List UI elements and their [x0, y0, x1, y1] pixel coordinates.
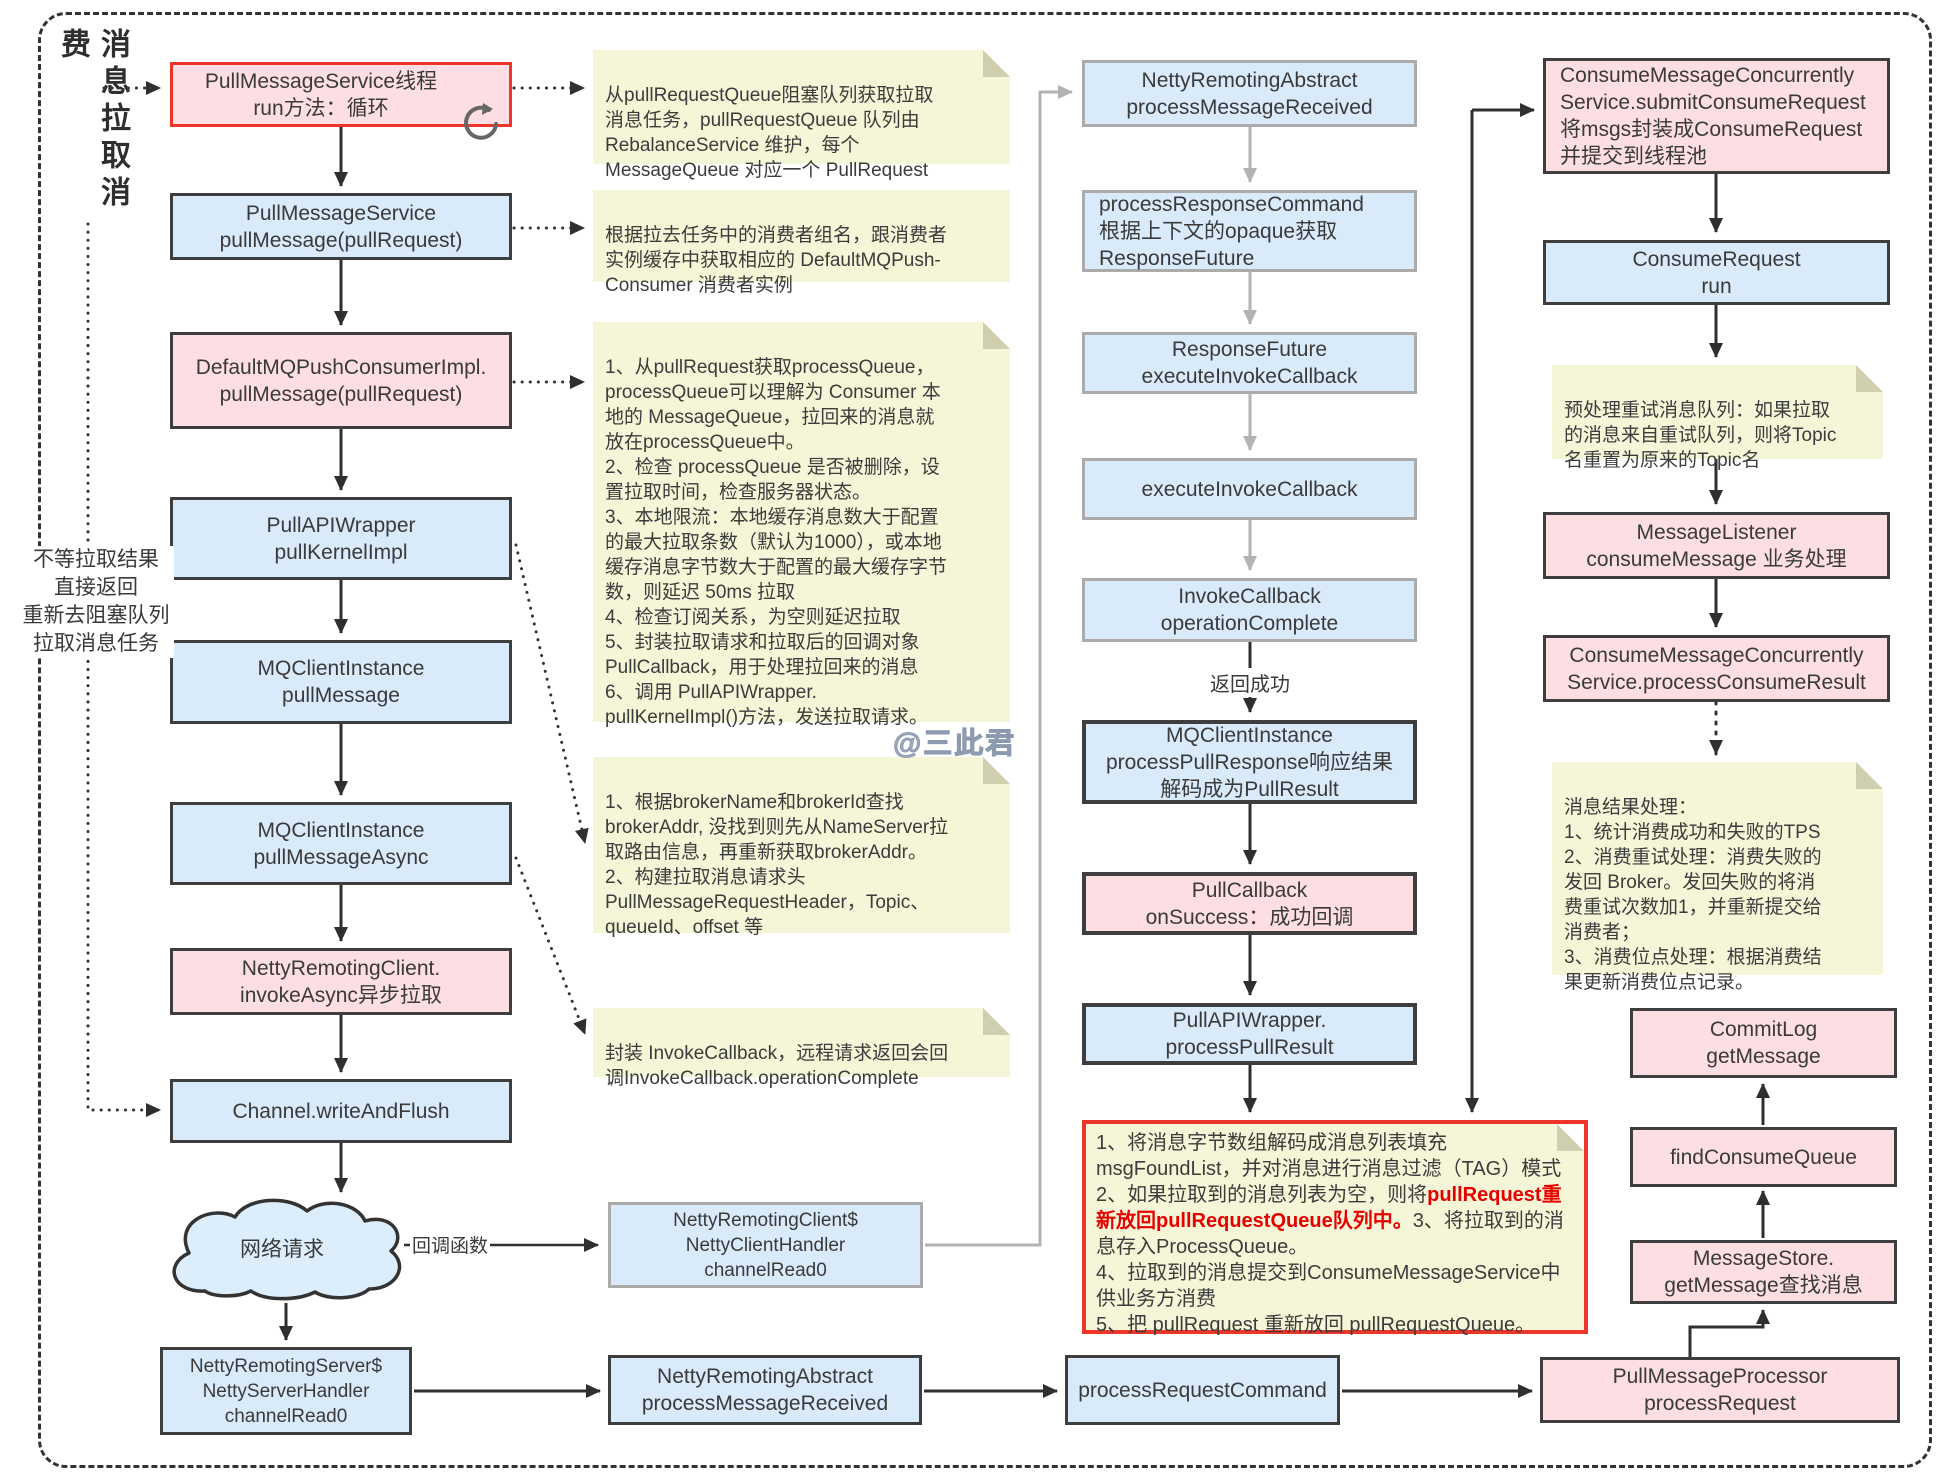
node-label: PullMessageService线程 run方法：循环	[204, 69, 438, 120]
node-label: MQClientInstance pullMessage	[257, 657, 425, 707]
note-text: 预处理重试消息队列：如果拉取 的消息来自重试队列，则将Topic 名重置为原来的…	[1564, 400, 1837, 471]
node-message-listener-consume: MessageListener consumeMessage 业务处理	[1543, 512, 1890, 579]
node-invoke-callback-operation-complete: InvokeCallback operationComplete	[1082, 578, 1417, 642]
node-label: ConsumeMessageConcurrently Service.proce…	[1567, 643, 1866, 694]
node-label: PullMessageProcessor processRequest	[1612, 1365, 1828, 1415]
node-label: CommitLog getMessage	[1706, 1018, 1821, 1068]
gray-callback-arrows	[925, 85, 1257, 1247]
node-label: processResponseCommand 根据上下文的opaque获取 Re…	[1099, 192, 1364, 270]
loop-icon	[455, 73, 501, 140]
node-process-pull-result: PullAPIWrapper. processPullResult	[1082, 1003, 1417, 1065]
node-label: NettyRemotingAbstract processMessageRece…	[1126, 68, 1373, 119]
node-process-pull-response: MQClientInstance processPullResponse响应结果…	[1082, 720, 1417, 804]
node-label: NettyRemotingClient$ NettyClientHandler …	[673, 1209, 858, 1281]
callback-label: 回调函数	[410, 1231, 491, 1258]
node-label: NettyRemotingServer$ NettyServerHandler …	[189, 1355, 383, 1427]
node-pull-message-service-thread: PullMessageService线程 run方法：循环	[170, 62, 512, 140]
node-netty-remoting-abstract-bottom: NettyRemotingAbstract processMessageRece…	[608, 1355, 922, 1425]
node-pull-callback-on-success: PullCallback onSuccess：成功回调	[1082, 872, 1417, 935]
node-label: ConsumeRequest run	[1632, 247, 1801, 298]
note-text: 1、根据brokerName和brokerId查找 brokerAddr, 没找…	[605, 792, 949, 938]
node-mq-client-instance-pull-message-async: MQClientInstance pullMessageAsync	[170, 802, 512, 885]
node-label: ConsumeMessageConcurrently Service.submi…	[1560, 64, 1866, 168]
node-netty-remoting-client-invoke-async: NettyRemotingClient. invokeAsync异步拉取	[170, 948, 512, 1015]
node-label: findConsumeQueue	[1670, 1145, 1857, 1169]
note-broker-addr: 1、根据brokerName和brokerId查找 brokerAddr, 没找…	[593, 757, 1010, 938]
node-process-request-command: processRequestCommand	[1065, 1355, 1340, 1425]
node-label: PullAPIWrapper pullKernelImpl	[266, 513, 416, 564]
watermark: @三此君	[892, 728, 1017, 761]
node-label: executeInvokeCallback	[1141, 477, 1358, 501]
node-execute-invoke-callback: executeInvokeCallback	[1082, 458, 1417, 520]
side-note-no-wait: 不等拉取结果 直接返回 重新去阻塞队列 拉取消息任务	[18, 546, 174, 658]
node-label: NettyRemotingAbstract processMessageRece…	[641, 1365, 889, 1415]
node-label: InvokeCallback operationComplete	[1160, 585, 1339, 635]
note-text: 3、将拉取到的消息存入ProcessQueue。 4、拉取到的消息提交到Cons…	[1096, 1210, 1564, 1336]
node-default-mq-push-consumer-impl: DefaultMQPushConsumerImpl. pullMessage(p…	[170, 332, 512, 429]
node-label: PullAPIWrapper. processPullResult	[1165, 1009, 1334, 1059]
node-consume-request-run: ConsumeRequest run	[1543, 240, 1890, 305]
node-label: MQClientInstance pullMessageAsync	[253, 818, 429, 869]
note-text: 根据拉去任务中的消费者组名，跟消费者 实例缓存中获取相应的 DefaultMQP…	[605, 225, 948, 296]
return-success-label: 返回成功	[1208, 668, 1292, 697]
page-title: 消息拉取消费	[56, 28, 129, 213]
node-response-future-execute: ResponseFuture executeInvokeCallback	[1082, 332, 1417, 394]
node-commit-log-get-message: CommitLog getMessage	[1630, 1008, 1897, 1078]
node-label: DefaultMQPushConsumerImpl. pullMessage(p…	[195, 355, 487, 406]
node-label: processRequestCommand	[1078, 1378, 1327, 1402]
note-process-pull-result-steps: 1、将消息字节数组解码成消息列表填充 msgFoundList，并对消息进行消息…	[1082, 1120, 1588, 1336]
dotted-connectors	[86, 81, 1723, 1117]
note-pull-message-steps: 1、从pullRequest获取processQueue， processQue…	[593, 322, 1010, 728]
node-submit-consume-request: ConsumeMessageConcurrently Service.submi…	[1543, 58, 1890, 174]
node-process-consume-result: ConsumeMessageConcurrently Service.proce…	[1543, 635, 1890, 702]
node-pull-message-service: PullMessageService pullMessage(pullReque…	[170, 193, 512, 260]
note-consumer-group: 根据拉去任务中的消费者组名，跟消费者 实例缓存中获取相应的 DefaultMQP…	[593, 190, 1010, 296]
note-text: 封装 InvokeCallback，远程请求返回会回 调InvokeCallba…	[605, 1043, 949, 1089]
node-label: ResponseFuture executeInvokeCallback	[1141, 338, 1358, 388]
node-netty-client-handler: NettyRemotingClient$ NettyClientHandler …	[608, 1202, 923, 1288]
node-message-store-get-message: MessageStore. getMessage查找消息	[1630, 1240, 1897, 1304]
note-text: 从pullRequestQueue阻塞队列获取拉取 消息任务，pullReque…	[605, 85, 934, 181]
note-retry-topic-reset: 预处理重试消息队列：如果拉取 的消息来自重试队列，则将Topic 名重置为原来的…	[1552, 365, 1883, 471]
node-label: MQClientInstance processPullResponse响应结果…	[1105, 723, 1394, 801]
node-channel-write-and-flush: Channel.writeAndFlush	[170, 1079, 512, 1143]
node-mq-client-instance-pull-message: MQClientInstance pullMessage	[170, 640, 512, 724]
node-label: PullMessageService pullMessage(pullReque…	[219, 201, 463, 252]
node-label: Channel.writeAndFlush	[232, 1099, 450, 1123]
diagram-frame	[38, 12, 1932, 1468]
node-find-consume-queue: findConsumeQueue	[1630, 1127, 1897, 1187]
note-pull-request-queue: 从pullRequestQueue阻塞队列获取拉取 消息任务，pullReque…	[593, 50, 1010, 181]
cloud-label: 网络请求	[240, 1238, 324, 1261]
node-label: NettyRemotingClient. invokeAsync异步拉取	[240, 956, 442, 1007]
node-netty-server-handler: NettyRemotingServer$ NettyServerHandler …	[160, 1347, 412, 1435]
note-invoke-callback-wrap: 封装 InvokeCallback，远程请求返回会回 调InvokeCallba…	[593, 1008, 1010, 1089]
note-text: 1、从pullRequest获取processQueue， processQue…	[605, 357, 948, 728]
note-text: 1、将消息字节数组解码成消息列表填充 msgFoundList，并对消息进行消息…	[1096, 1132, 1562, 1206]
node-label: MessageListener consumeMessage 业务处理	[1586, 520, 1847, 571]
node-label: MessageStore. getMessage查找消息	[1664, 1247, 1863, 1297]
cloud-shape	[172, 1198, 402, 1301]
node-pull-api-wrapper: PullAPIWrapper pullKernelImpl	[170, 497, 512, 580]
note-text: 消息结果处理： 1、统计消费成功和失败的TPS 2、消费重试处理：消费失败的 发…	[1564, 797, 1822, 993]
node-process-response-command: processResponseCommand 根据上下文的opaque获取 Re…	[1082, 190, 1417, 272]
node-pull-message-processor: PullMessageProcessor processRequest	[1540, 1357, 1900, 1423]
note-consume-result-handle: 消息结果处理： 1、统计消费成功和失败的TPS 2、消费重试处理：消费失败的 发…	[1552, 762, 1883, 993]
node-network-request-cloud: 网络请求	[157, 1195, 407, 1305]
node-label: PullCallback onSuccess：成功回调	[1145, 878, 1354, 929]
note-text-red: pullRequest重 新放回pullRequestQueue队列中。	[1096, 1184, 1562, 1232]
node-netty-remoting-abstract-top: NettyRemotingAbstract processMessageRece…	[1082, 60, 1417, 127]
